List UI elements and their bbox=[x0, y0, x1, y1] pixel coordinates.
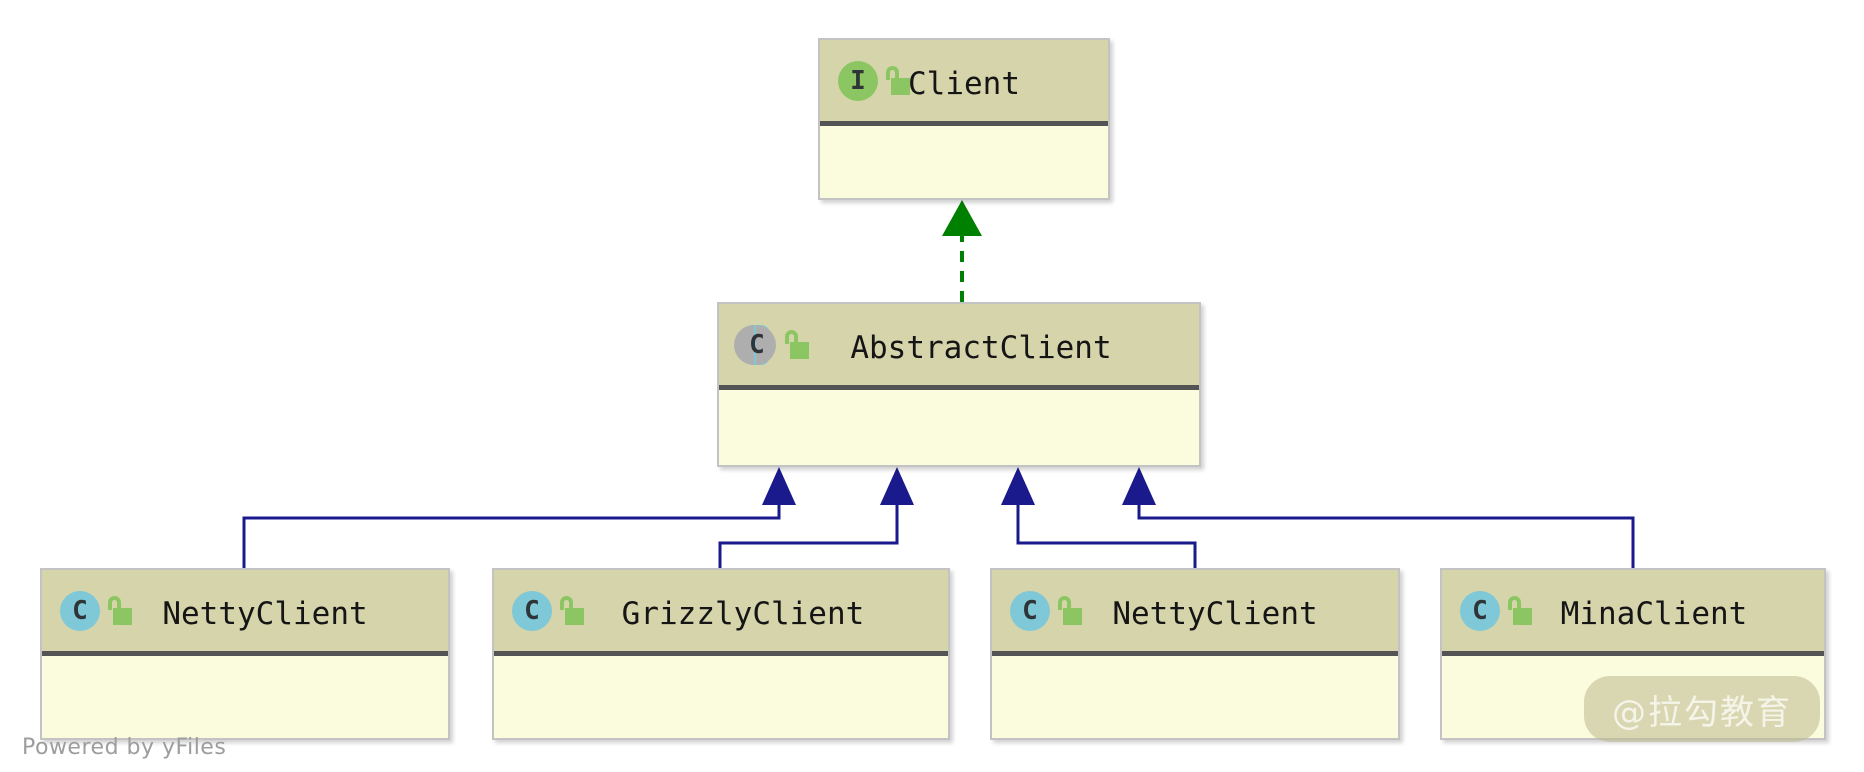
class-glyph: C bbox=[524, 595, 540, 626]
uml-node-netty-client-1[interactable]: C NettyClient bbox=[40, 568, 450, 740]
unlocked-padlock-icon bbox=[1506, 595, 1532, 626]
edge-netty-client-2 bbox=[1001, 467, 1197, 568]
uml-node-title: NettyClient bbox=[1112, 596, 1318, 632]
uml-node-title: Client bbox=[908, 66, 1020, 102]
unlocked-padlock-icon bbox=[558, 595, 584, 626]
uml-node-body-members bbox=[42, 656, 448, 737]
edge-netty-client-1 bbox=[242, 467, 796, 568]
uml-node-header: C GrizzlyClient bbox=[494, 570, 948, 656]
class-c-icon: C bbox=[1006, 589, 1050, 633]
uml-node-header: C NettyClient bbox=[992, 570, 1398, 656]
uml-node-body-members bbox=[820, 126, 1108, 197]
uml-node-body-members bbox=[494, 656, 948, 737]
interface-glyph: I bbox=[850, 65, 866, 96]
interface-i-icon: I bbox=[834, 59, 878, 103]
unlocked-padlock-icon bbox=[106, 595, 132, 626]
uml-node-header: C MinaClient bbox=[1442, 570, 1824, 656]
uml-node-body-members bbox=[992, 656, 1398, 737]
uml-node-mina-client[interactable]: C MinaClient bbox=[1440, 568, 1826, 740]
class-c-icon: C bbox=[508, 589, 552, 633]
abstract-class-c-icon: C bbox=[733, 323, 777, 367]
uml-node-title: GrizzlyClient bbox=[621, 596, 865, 632]
icon-group: C bbox=[1456, 589, 1532, 633]
edge-grizzly-client bbox=[718, 467, 914, 568]
unlocked-padlock-icon bbox=[783, 329, 809, 360]
class-c-icon: C bbox=[56, 589, 100, 633]
edge-mina-client bbox=[1122, 467, 1635, 568]
uml-node-header: C AbstractClient bbox=[719, 304, 1199, 390]
icon-group: C bbox=[508, 589, 584, 633]
uml-node-netty-client-2[interactable]: C NettyClient bbox=[990, 568, 1400, 740]
edge-realization bbox=[942, 200, 982, 302]
class-glyph: C bbox=[1472, 595, 1488, 626]
icon-group: C bbox=[733, 323, 809, 367]
uml-node-header: I Client bbox=[820, 40, 1108, 126]
uml-node-client[interactable]: I Client bbox=[818, 38, 1110, 200]
class-c-icon: C bbox=[1456, 589, 1500, 633]
class-glyph: C bbox=[1022, 595, 1038, 626]
abstract-class-glyph: C bbox=[749, 329, 765, 360]
uml-node-body-members bbox=[1442, 656, 1824, 737]
uml-node-title: AbstractClient bbox=[850, 330, 1112, 366]
yfiles-credit-label: Powered by yFiles bbox=[22, 735, 227, 760]
class-glyph: C bbox=[72, 595, 88, 626]
uml-node-body-members bbox=[719, 390, 1199, 464]
unlocked-padlock-icon bbox=[1056, 595, 1082, 626]
uml-node-grizzly-client[interactable]: C GrizzlyClient bbox=[492, 568, 950, 740]
uml-node-title: MinaClient bbox=[1560, 596, 1748, 632]
icon-group: C bbox=[1006, 589, 1082, 633]
uml-node-abstract-client[interactable]: C AbstractClient bbox=[717, 302, 1201, 467]
icon-group: C bbox=[56, 589, 132, 633]
icon-group: I bbox=[834, 59, 910, 103]
unlocked-padlock-icon bbox=[884, 65, 910, 96]
uml-node-header: C NettyClient bbox=[42, 570, 448, 656]
uml-node-title: NettyClient bbox=[162, 596, 368, 632]
